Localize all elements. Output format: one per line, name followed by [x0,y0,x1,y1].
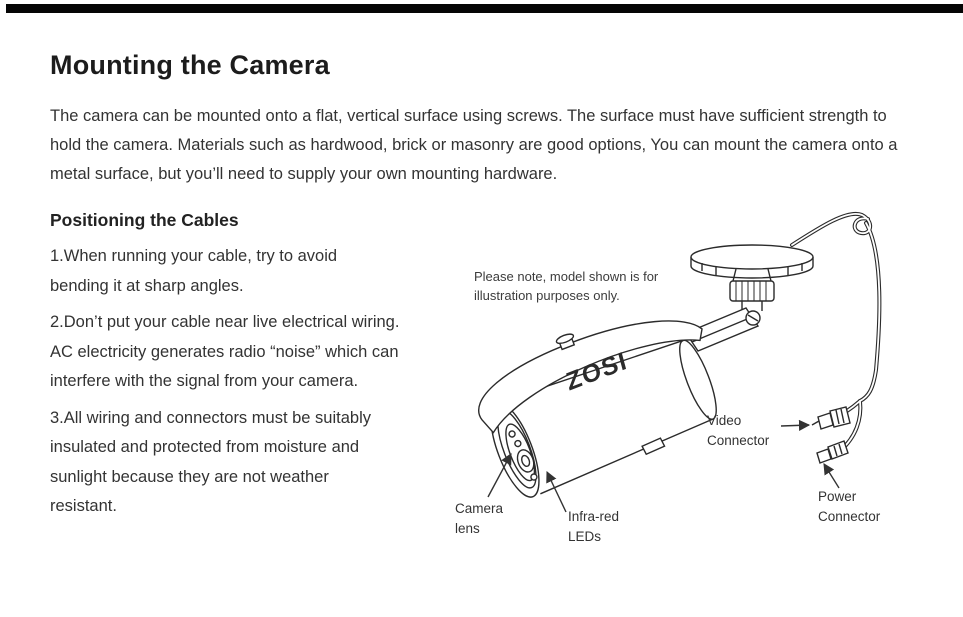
hood-screw [555,333,576,351]
power-connector-arrow [823,463,840,489]
diagram-note: Please note, model shown is for illustra… [474,269,659,303]
label-infrared-leds: Infra-red LEDs [568,509,620,544]
step-item: 1.When running your cable, try to avoid … [50,247,338,295]
label-camera-lens: Camera lens [455,501,504,536]
section-heading: Positioning the Cables [50,210,239,230]
bracket-arm [684,307,761,352]
camera-diagram: ZOSI Please note, model shown is for ill… [440,205,963,617]
label-video-connector: Video Connector [707,413,770,448]
step-item: 3.All wiring and connectors must be suit… [50,408,371,516]
camera-lens-arrow [487,453,512,498]
video-connector-part [811,406,851,430]
ir-led-dots [508,430,538,481]
cable-wires [790,211,882,453]
camera-body: ZOSI [478,320,717,498]
intro-paragraph: The camera can be mounted onto a flat, v… [50,107,898,183]
infrared-arrow [546,470,567,513]
power-connector-part [816,440,849,464]
steps-list: 1.When running your cable, try to avoid … [50,242,400,529]
step-item: 2.Don’t put your cable near live electri… [50,313,400,390]
video-connector-arrow [780,419,811,431]
lens-rings [516,449,535,473]
callout-arrows [487,419,840,513]
camera-illustration: ZOSI [478,211,882,513]
label-power-connector: Power Connector [818,489,881,524]
page-title: Mounting the Camera [50,50,330,80]
top-rule [6,4,963,13]
mount-base [690,244,814,311]
